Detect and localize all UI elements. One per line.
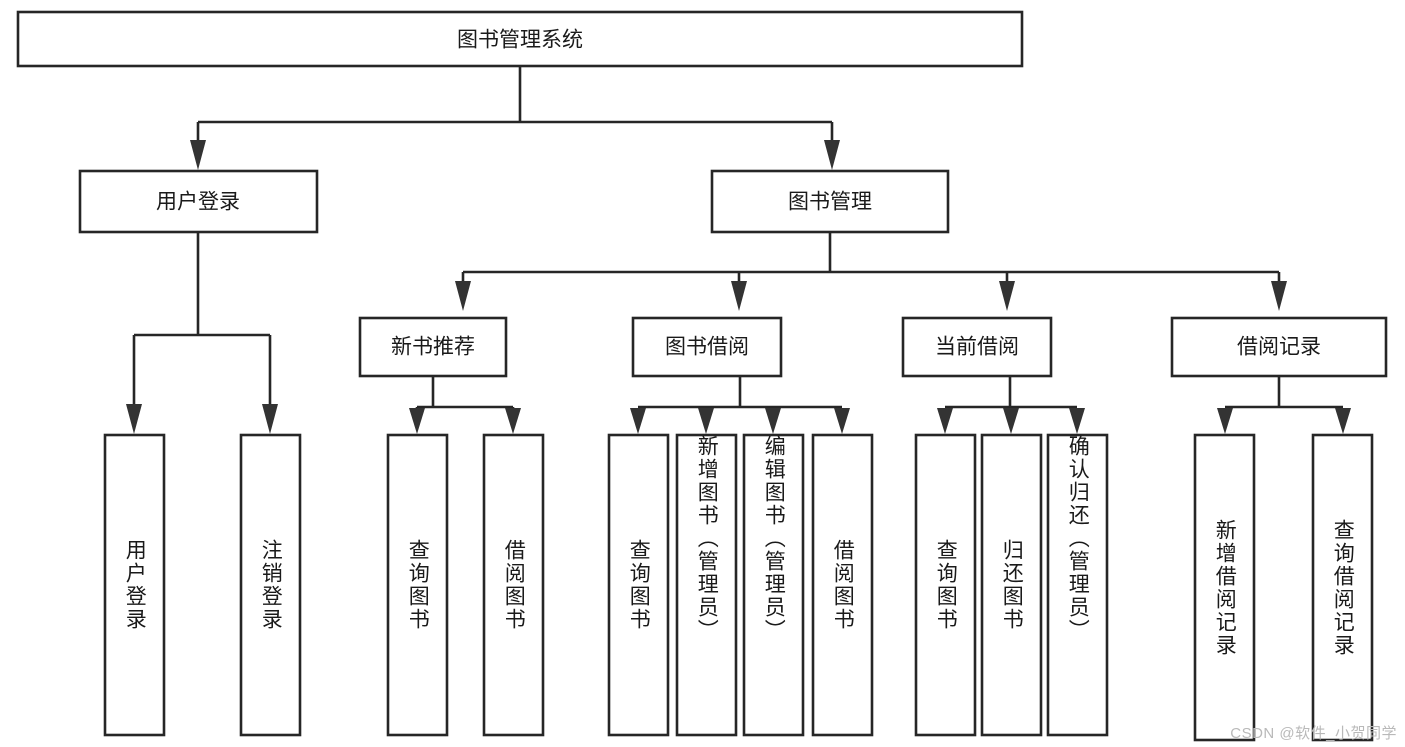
node-new-book-recommend-rect[interactable] <box>358 316 508 378</box>
node-borrow-record[interactable]: 借阅记录 <box>1170 316 1388 378</box>
node-book-borrow[interactable]: 图书借阅 <box>631 316 783 378</box>
leaf-borrow-record-0-rect[interactable] <box>1193 433 1256 742</box>
node-book-borrow-rect[interactable] <box>631 316 783 378</box>
node-current-borrow-rect[interactable] <box>901 316 1053 378</box>
arrow-newbook-l2 <box>505 408 521 434</box>
arrow-currentborrow-l3 <box>1069 408 1085 434</box>
arrow-borrowrecord-l2 <box>1335 408 1351 434</box>
node-user-login-label: 用户登录 <box>156 191 240 214</box>
node-user-login[interactable]: 用户登录 <box>78 169 319 234</box>
arrow-currentborrow-l2 <box>1003 408 1019 434</box>
arrow-newbook-l1 <box>409 408 425 434</box>
leaf-book-borrow-2-rect[interactable] <box>742 433 805 737</box>
leaf-user-login-0-rect[interactable] <box>103 433 166 737</box>
nodes-layer: 图书管理系统 用户登录 图书管理 新书推荐 图书借阅 当前 <box>16 10 1388 742</box>
leaf-current-borrow-1-rect[interactable] <box>980 433 1043 737</box>
leaf-book-borrow-3-rect[interactable] <box>811 433 874 737</box>
arrow-bookmanage-c2 <box>731 281 747 311</box>
node-borrow-record-label: 借阅记录 <box>1237 336 1321 359</box>
node-new-book-recommend[interactable]: 新书推荐 <box>358 316 508 378</box>
arrow-bookborrow-l4 <box>834 408 850 434</box>
arrow-root-to-book-manage <box>824 140 840 170</box>
leaf-new-book-0-rect[interactable] <box>386 433 449 737</box>
arrow-userlogin-l1 <box>126 404 142 434</box>
node-book-manage-label: 图书管理 <box>788 191 872 214</box>
edges-layer <box>126 66 1351 434</box>
arrow-borrowrecord-l1 <box>1217 408 1233 434</box>
node-user-login-rect[interactable] <box>78 169 319 234</box>
arrow-bookmanage-c1 <box>455 281 471 311</box>
leaf-book-borrow-0-rect[interactable] <box>607 433 670 737</box>
arrow-bookmanage-c4 <box>1271 281 1287 311</box>
leaf-current-borrow-2-rect[interactable] <box>1046 433 1109 737</box>
arrow-userlogin-l2 <box>262 404 278 434</box>
leaf-new-book-1-rect[interactable] <box>482 433 545 737</box>
arrow-bookborrow-l1 <box>630 408 646 434</box>
node-current-borrow-label: 当前借阅 <box>935 336 1019 359</box>
node-new-book-recommend-label: 新书推荐 <box>391 336 475 359</box>
leaf-book-borrow-1-rect[interactable] <box>675 433 738 737</box>
node-book-borrow-label: 图书借阅 <box>665 336 749 359</box>
node-borrow-record-rect[interactable] <box>1170 316 1388 378</box>
node-root[interactable]: 图书管理系统 <box>16 10 1024 68</box>
arrow-bookmanage-c3 <box>999 281 1015 311</box>
node-root-rect[interactable] <box>16 10 1024 68</box>
node-book-manage-rect[interactable] <box>710 169 950 234</box>
leaf-current-borrow-0-rect[interactable] <box>914 433 977 737</box>
csdn-watermark: CSDN @软件_小贺同学 <box>1230 725 1397 742</box>
arrow-root-to-user-login <box>190 140 206 170</box>
arrow-bookborrow-l3 <box>765 408 781 434</box>
node-book-manage[interactable]: 图书管理 <box>710 169 950 234</box>
node-current-borrow[interactable]: 当前借阅 <box>901 316 1053 378</box>
leaf-user-login-1-rect[interactable] <box>239 433 302 737</box>
node-root-label: 图书管理系统 <box>457 29 583 52</box>
arrow-bookborrow-l2 <box>698 408 714 434</box>
leaf-borrow-record-1-rect[interactable] <box>1311 433 1374 742</box>
arrow-currentborrow-l1 <box>937 408 953 434</box>
